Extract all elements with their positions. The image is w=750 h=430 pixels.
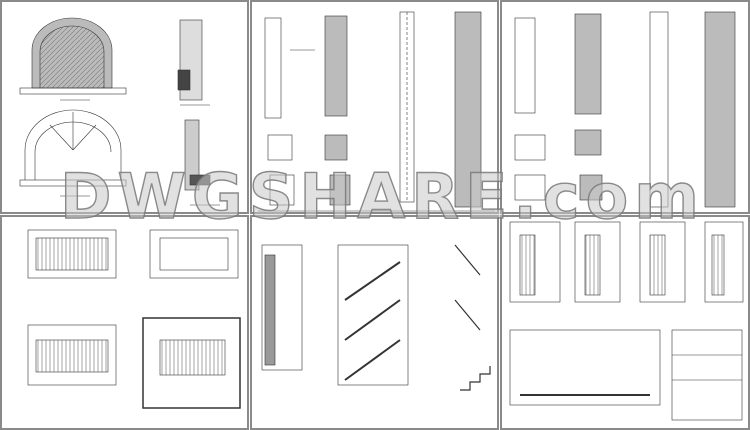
sheet-stair-details-and-plans <box>509 221 744 421</box>
sheet-stair-plans <box>27 229 241 409</box>
sheet-stair-sections <box>261 244 491 391</box>
watermark-text: DWGSHARE.com <box>59 159 705 233</box>
sheet-column-details-2 <box>514 11 736 208</box>
sheet-column-details-1 <box>258 11 495 212</box>
sheet-arch-window-elevations <box>19 17 220 206</box>
